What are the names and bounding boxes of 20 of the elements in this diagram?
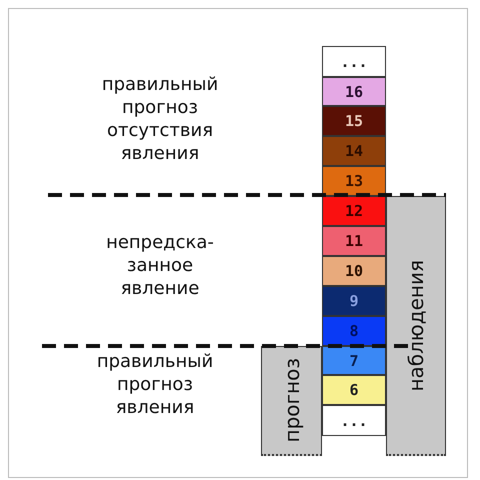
scale-cell: 12: [322, 196, 386, 226]
scale-cell: ...: [322, 46, 386, 77]
scale-cell: 6: [322, 375, 386, 405]
scale-cell: 10: [322, 256, 386, 286]
bar-label: прогноз: [280, 358, 304, 443]
region-label: правильный прогноз отсутствия явления: [100, 73, 220, 165]
bar: [386, 196, 446, 456]
scale-cell: ...: [322, 405, 386, 436]
scale-cell: 15: [322, 106, 386, 136]
scale-cell: 16: [322, 77, 386, 106]
scale-cell: 14: [322, 136, 386, 166]
bar: [261, 346, 322, 456]
scale-cell: 11: [322, 226, 386, 256]
region-label: непредска- занное явление: [105, 231, 215, 300]
scale-cell: 13: [322, 166, 386, 196]
scale-cell: 9: [322, 286, 386, 316]
bar-label: наблюдения: [404, 260, 428, 392]
scale-cell: 7: [322, 346, 386, 375]
scale-cell: 8: [322, 316, 386, 346]
region-label: правильный прогноз явления: [96, 350, 214, 419]
